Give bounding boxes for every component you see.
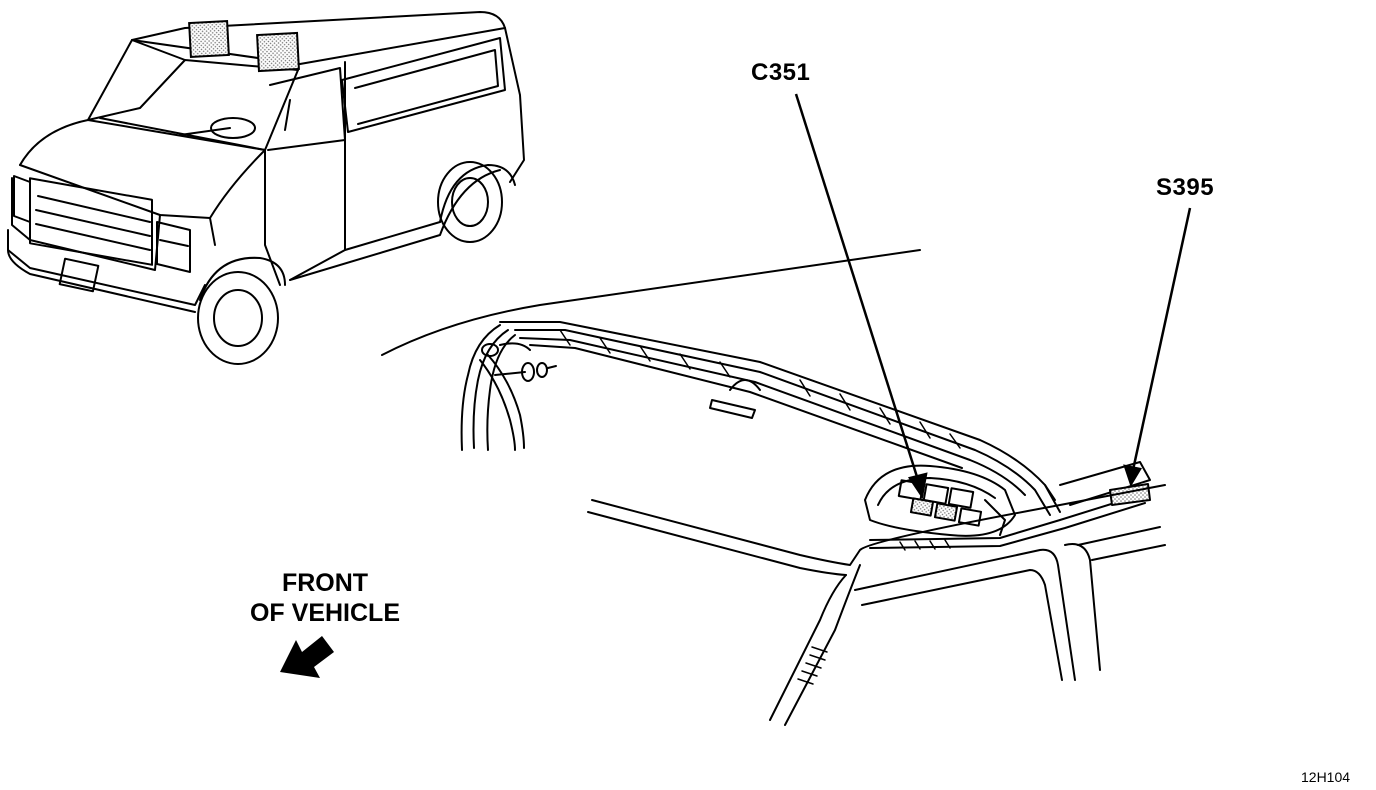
- c351-arrowhead: [907, 472, 928, 500]
- c351-label: C351: [751, 59, 811, 86]
- roof-harness-detail: [381, 249, 1166, 726]
- leader-lines: [794, 93, 1192, 500]
- roof-marker-rear: [256, 31, 300, 73]
- headliner-curve: [381, 249, 921, 356]
- roof-marker-front: [188, 19, 230, 59]
- wire-bundle-left: [460, 324, 501, 451]
- front-of-vehicle-label: FRONT OF VEHICLE: [240, 568, 410, 628]
- roof-panel-edge: [591, 484, 1166, 566]
- figure-id: 12H104: [1301, 769, 1351, 785]
- s395-arrowhead: [1123, 464, 1142, 487]
- van-illustration: [7, 11, 525, 365]
- front-label-line1: FRONT: [281, 569, 369, 597]
- s395-label: S395: [1156, 174, 1215, 201]
- van-roof-markers: [188, 19, 300, 73]
- c351-leader-line: [794, 93, 920, 481]
- front-direction-arrow-icon: [280, 636, 334, 678]
- s395-leader-line: [1131, 207, 1192, 471]
- front-label-line2: OF VEHICLE: [249, 599, 400, 627]
